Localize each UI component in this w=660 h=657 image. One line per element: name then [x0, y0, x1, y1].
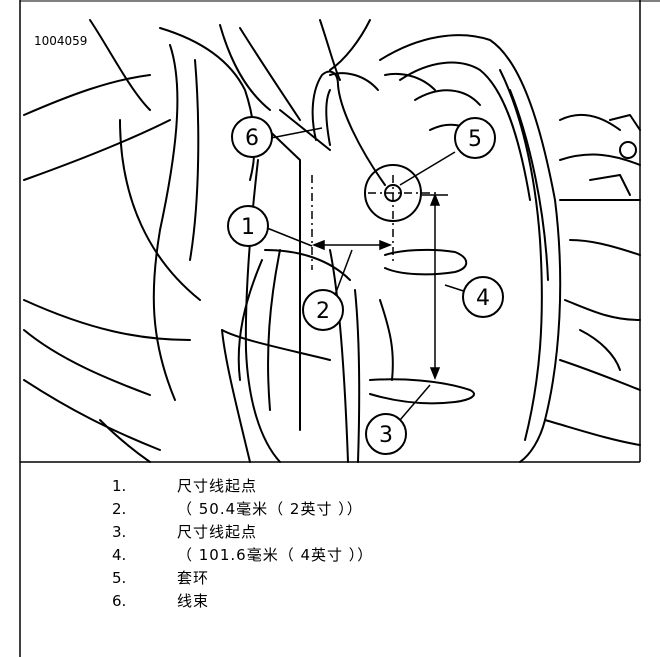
legend-text: （ 101.6毫米（ 4英寸 ）） — [177, 546, 374, 564]
legend-text: （ 50.4毫米（ 2英寸 ）） — [177, 500, 363, 518]
callout-1: 1 — [227, 205, 269, 247]
callout-6: 6 — [231, 116, 273, 158]
callout-3: 3 — [365, 413, 407, 455]
callout-5-label: 5 — [468, 127, 482, 152]
legend-text: 套环 — [177, 569, 210, 587]
legend-number: 4. — [112, 546, 127, 564]
callout-6-label: 6 — [245, 126, 259, 151]
callout-5: 5 — [454, 117, 496, 159]
legend-number: 3. — [112, 523, 127, 541]
legend-text: 线束 — [177, 592, 210, 610]
legend-text: 尺寸线起点 — [177, 477, 258, 495]
legend-number: 6. — [112, 592, 127, 610]
callout-1-label: 1 — [241, 215, 255, 240]
legend-number: 1. — [112, 477, 127, 495]
legend-number: 2. — [112, 500, 127, 518]
motorcycle-illustration — [23, 19, 641, 463]
callout-3-label: 3 — [379, 423, 393, 448]
callout-2: 2 — [302, 289, 344, 331]
callout-4: 4 — [462, 276, 504, 318]
callout-2-label: 2 — [316, 299, 330, 324]
figure-id: 1004059 — [34, 34, 88, 48]
legend-number: 5. — [112, 569, 127, 587]
callout-4-label: 4 — [476, 286, 490, 311]
legend-text: 尺寸线起点 — [177, 523, 258, 541]
